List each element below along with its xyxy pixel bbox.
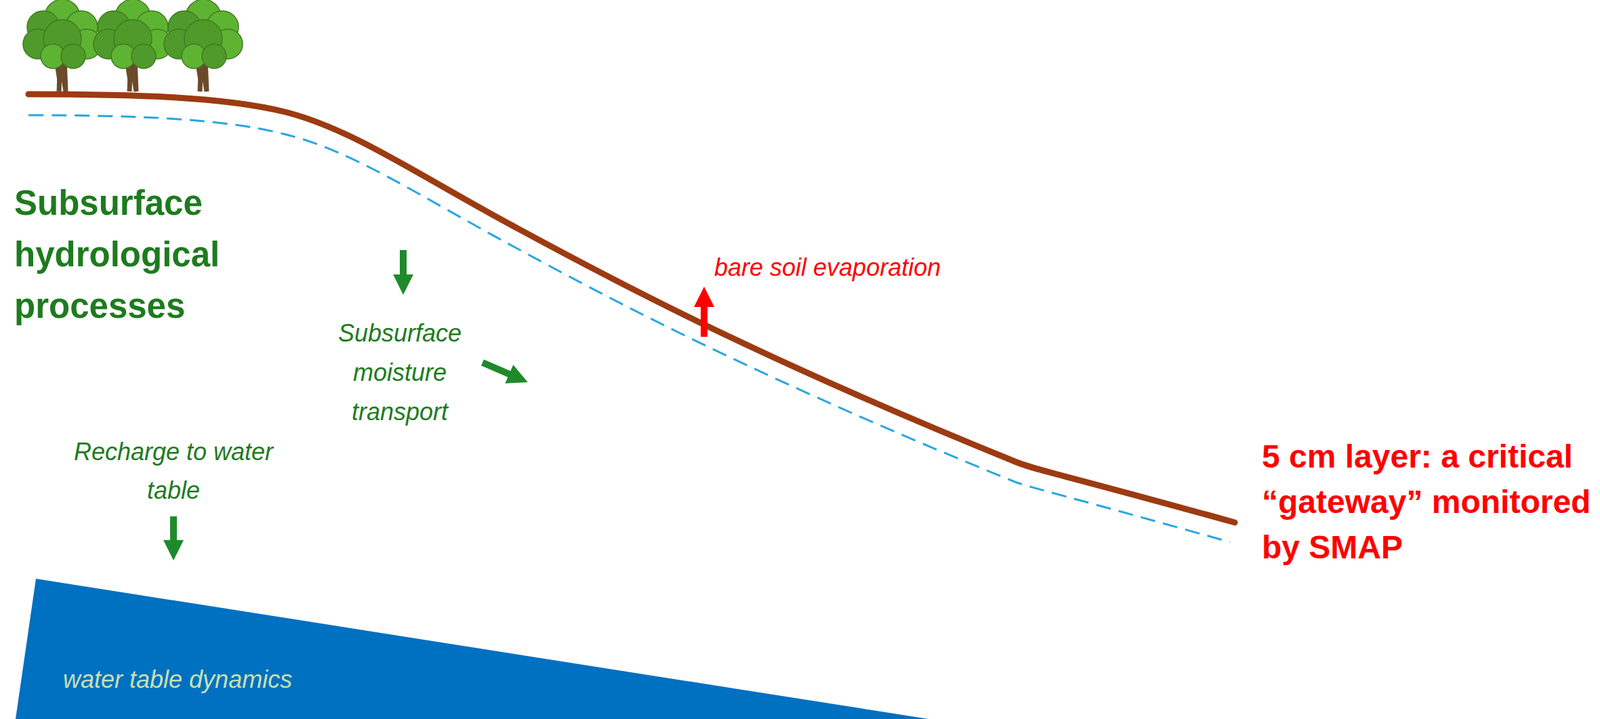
trees [23, 0, 243, 92]
recharge-arrow [170, 516, 177, 551]
process-label: bare soil evaporation [714, 252, 1027, 284]
callout-note: 5 cm layer: a critical “gateway” monitor… [1261, 433, 1594, 570]
layer-boundary [28, 115, 1230, 543]
region-label: water table dynamics [63, 664, 375, 696]
land-surface [28, 94, 1235, 523]
evaporation-arrow [700, 296, 708, 337]
process-label: Subsurface moisture transport [304, 313, 495, 432]
tree [23, 0, 102, 92]
tree [163, 0, 243, 92]
lateral-arrow [482, 362, 519, 379]
down-arrow [399, 250, 407, 285]
water-table [15, 578, 929, 719]
tree [93, 0, 173, 92]
section-heading: Subsurface hydrological processes [14, 177, 259, 333]
process-label: Recharge to water table [71, 432, 276, 510]
